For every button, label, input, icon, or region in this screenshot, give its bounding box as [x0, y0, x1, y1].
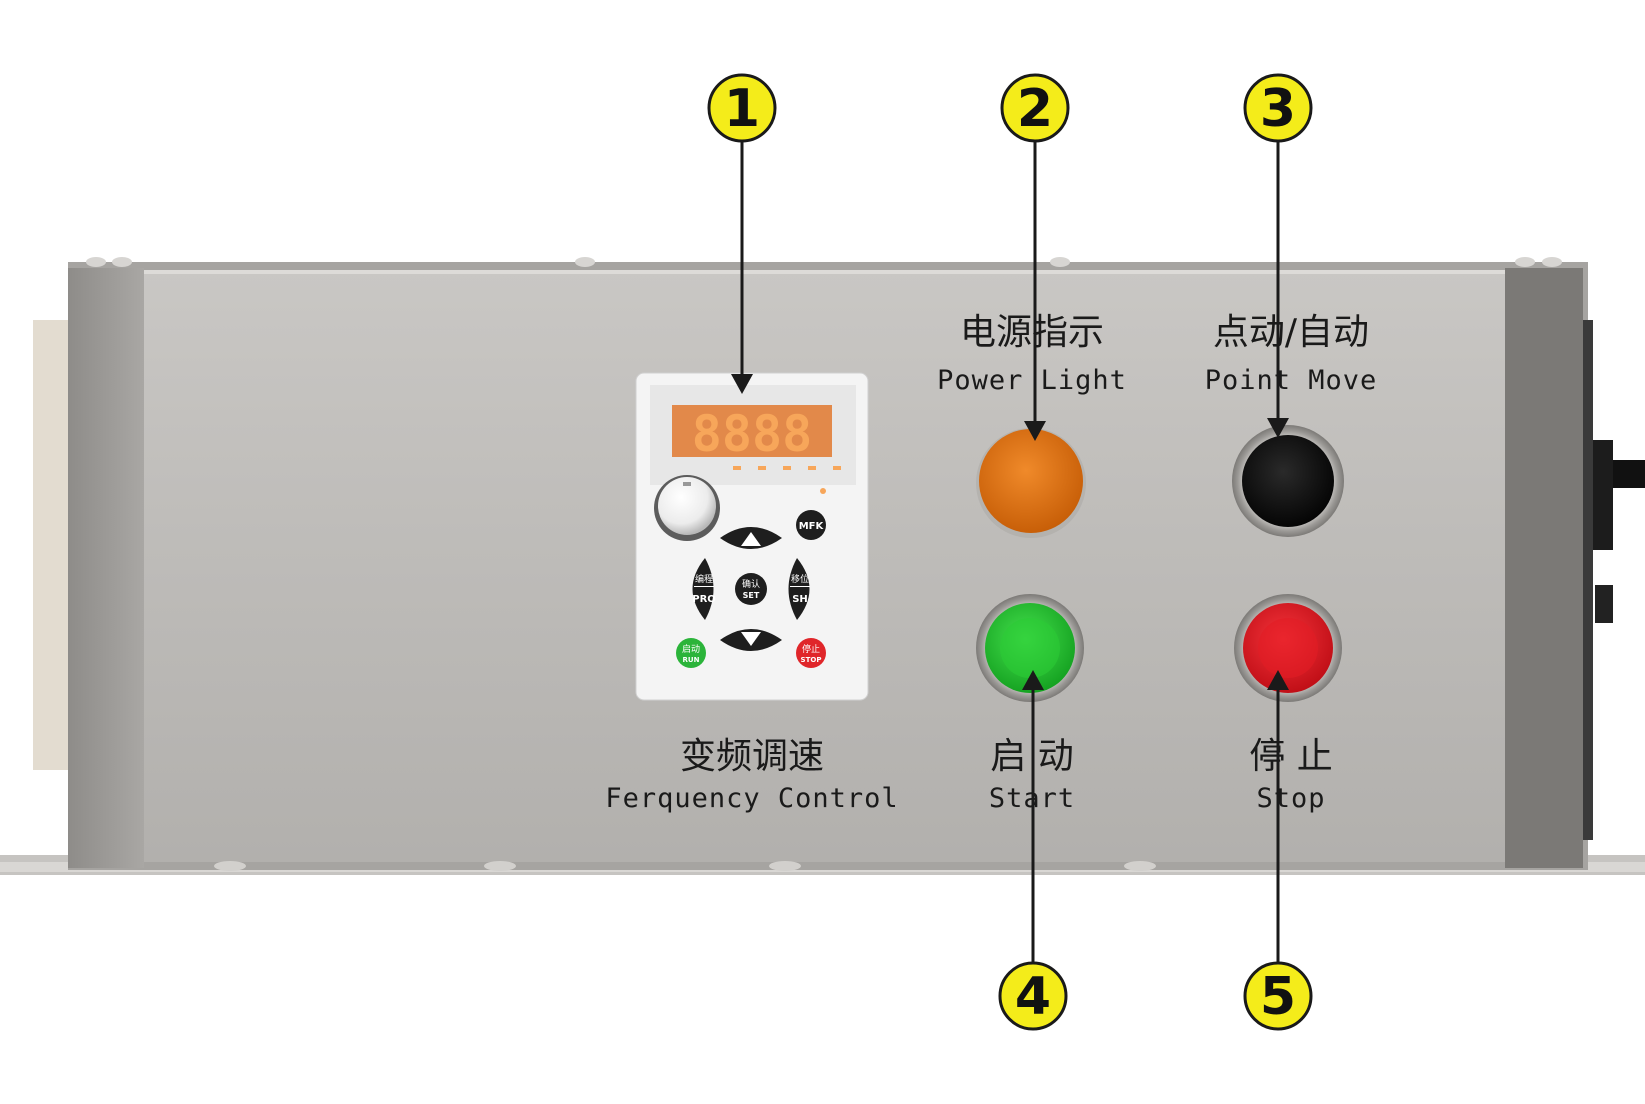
pro-button[interactable]: 编程 PRO: [692, 558, 716, 620]
led-display: [672, 405, 832, 457]
run-button[interactable]: 启动 RUN: [676, 638, 706, 668]
svg-text:STOP: STOP: [801, 656, 822, 664]
point-label-cn: 点动/自动: [1213, 312, 1369, 353]
svg-text:5: 5: [1260, 967, 1296, 1027]
callout-2: 2: [1000, 73, 1070, 143]
svg-text:2: 2: [1017, 79, 1053, 139]
svg-text:MFK: MFK: [799, 521, 825, 532]
power-label-en: Power Light: [937, 365, 1127, 396]
speed-knob[interactable]: [654, 475, 720, 541]
power-label-cn: 电源指示: [960, 312, 1104, 353]
freq-label-cn: 变频调速: [680, 736, 824, 777]
stop-label-en: Stop: [1256, 783, 1325, 814]
start-button[interactable]: [976, 594, 1084, 702]
svg-text:PRO: PRO: [692, 594, 716, 605]
set-button[interactable]: 确认 SET: [735, 573, 767, 605]
callout-3: 3: [1243, 73, 1313, 143]
right-side-plate: [1505, 268, 1583, 868]
svg-text:确认: 确认: [742, 578, 760, 590]
freq-label-en: Ferquency Control: [605, 783, 898, 814]
svg-text:4: 4: [1015, 967, 1051, 1027]
svg-text:SET: SET: [743, 591, 760, 600]
svg-text:SH: SH: [792, 594, 808, 605]
up-button[interactable]: [720, 527, 782, 549]
svg-text:移位: 移位: [791, 573, 809, 585]
svg-text:RUN: RUN: [683, 656, 700, 664]
svg-text:停止: 停止: [802, 643, 820, 655]
down-button[interactable]: [720, 629, 782, 651]
left-side-plate: [68, 268, 144, 868]
status-leds: [733, 466, 841, 494]
sh-button[interactable]: 移位 SH: [788, 558, 811, 620]
stop-key-button[interactable]: 停止 STOP: [796, 638, 826, 668]
svg-text:1: 1: [724, 79, 760, 139]
callout-lines: [731, 140, 1289, 962]
arrow-up-icon: [741, 532, 761, 546]
callout-1: 1: [707, 73, 777, 143]
led-digits: 8888: [692, 405, 812, 463]
panel-labels: 变频调速 Ferquency Control 电源指示 Power Light …: [605, 312, 1378, 814]
point-label-en: Point Move: [1205, 365, 1378, 396]
frequency-controller: 8888 MFK 编程 PRO: [635, 372, 869, 701]
point-move-button[interactable]: [1232, 425, 1344, 537]
stop-button[interactable]: [1234, 594, 1342, 702]
svg-text:3: 3: [1260, 79, 1296, 139]
callout-5: 5: [1243, 961, 1313, 1031]
stop-label-cn: 停 止: [1249, 736, 1332, 777]
power-light: [976, 428, 1086, 538]
left-plate: [33, 320, 73, 770]
callout-4: 4: [998, 961, 1068, 1031]
svg-text:启动: 启动: [682, 643, 700, 655]
mfk-button[interactable]: MFK: [796, 510, 826, 540]
svg-text:编程: 编程: [695, 573, 713, 585]
arrow-down-icon: [741, 632, 761, 646]
